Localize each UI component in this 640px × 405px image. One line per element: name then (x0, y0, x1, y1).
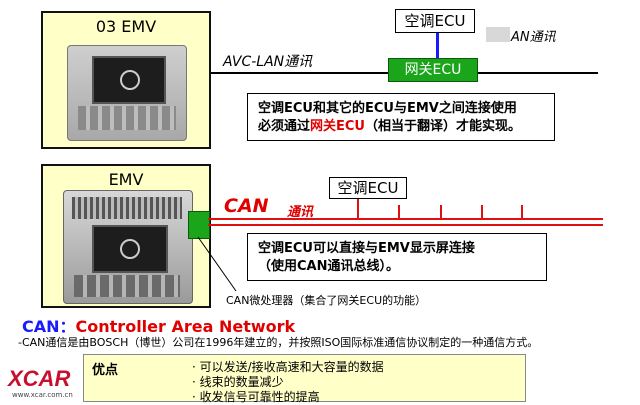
aircon-ecu-box-middle: 空调ECU (329, 177, 407, 199)
advantage-item: · 线束的数量减少 (192, 375, 284, 389)
can-heading-abbr: CAN： (22, 317, 76, 336)
ecu-gateway-connector (436, 33, 439, 58)
can-comm-label: 通讯 (287, 205, 314, 220)
middle-panel-title: EMV (108, 170, 144, 189)
advantage-item: · 可以发送/接收高速和大容量的数据 (192, 360, 384, 374)
advantages-label: 优点 (92, 363, 119, 378)
can-stub-5 (521, 205, 523, 218)
can-stub-1 (357, 196, 359, 218)
lexus-logo-icon-middle (120, 239, 140, 259)
can-description: -CAN通信是由BOSCH（博世）公司在1996年建立的，并按照ISO国际标准通… (18, 336, 539, 349)
emv-buttons-top (78, 106, 176, 130)
can-processor-caption: CAN微处理器（集合了网关ECU的功能） (226, 294, 427, 307)
can-heading: CAN：Controller Area Network (22, 313, 295, 337)
emv-unit-image-top (67, 45, 187, 141)
emv-screen-top (92, 56, 166, 104)
emv-buttons-middle (74, 275, 180, 297)
watermark-grey-box (486, 27, 510, 42)
middle-note-box: 空调ECU可以直接与EMV显示屏连接 （使用CAN通讯总线）。 (247, 233, 547, 281)
xcar-url: www.xcar.com.cn (12, 391, 73, 399)
gateway-ecu-box: 网关ECU (388, 58, 478, 82)
top-note-gateway-red: 网关ECU (310, 119, 365, 134)
top-note-box: 空调ECU和其它的ECU与EMV之间连接使用 必须通过网关ECU（相当于翻译）才… (247, 93, 555, 141)
top-panel-title: 03 EMV (95, 17, 157, 36)
can-bus-line-lower (208, 224, 603, 226)
emv-unit-image-middle (63, 190, 193, 304)
can-label: CAN (224, 195, 269, 217)
can-bus-line-upper (208, 218, 603, 220)
aircon-ecu-box-top: 空调ECU (395, 9, 475, 33)
emv-screen-middle (92, 225, 168, 273)
top-note-line2: 必须通过网关ECU（相当于翻译）才能实现。 (258, 118, 544, 136)
advantages-box: 优点 · 可以发送/接收高速和大容量的数据 · 线束的数量减少 · 收发信号可靠… (83, 354, 526, 404)
middle-note-line2: （使用CAN通讯总线）。 (258, 259, 399, 274)
top-note-line2-b: （相当于翻译）才能实现。 (365, 119, 522, 134)
avc-lan-line (211, 72, 389, 74)
can-comm-label-top-right: AN通讯 (511, 30, 556, 45)
can-heading-full: Controller Area Network (75, 317, 296, 336)
can-stub-2 (398, 205, 400, 218)
top-note-line2-a: 必须通过 (258, 119, 311, 134)
gateway-right-line (478, 72, 598, 74)
xcar-logo: XCAR (8, 366, 71, 391)
lexus-logo-icon (120, 70, 140, 90)
emv-vents (72, 197, 182, 219)
middle-panel-emv: EMV (41, 164, 211, 308)
middle-note-line1: 空调ECU可以直接与EMV显示屏连接 (258, 241, 475, 256)
top-panel-03-emv: 03 EMV (41, 11, 211, 149)
avc-lan-label: AVC-LAN通讯 (223, 54, 313, 70)
can-stub-4 (481, 205, 483, 218)
top-note-line1: 空调ECU和其它的ECU与EMV之间连接使用 (258, 101, 517, 116)
advantage-item: · 收发信号可靠性的提高 (192, 390, 320, 404)
can-stub-3 (440, 205, 442, 218)
